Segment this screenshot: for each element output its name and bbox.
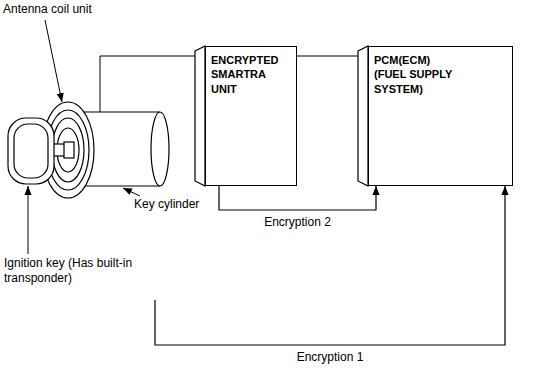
- ignition-key-head: [8, 118, 54, 184]
- part-label: Encryption 1: [297, 350, 364, 365]
- box-side-faces: [195, 46, 368, 186]
- key-slot: [64, 142, 74, 158]
- antenna-wire: [100, 56, 195, 112]
- signal-wire: [155, 186, 505, 345]
- cylinder-edge: [75, 111, 160, 112]
- part-label: Ignition key (Has built-in transponder): [4, 256, 174, 286]
- ignition-key-head-inner: [14, 124, 48, 178]
- process-box: PCM(ECM) (FUEL SUPPLY SYSTEM): [368, 46, 513, 186]
- connector: [219, 186, 376, 210]
- process-box: ENCRYPTED SMARTRA UNIT: [205, 46, 297, 186]
- leaders: [28, 20, 195, 254]
- key-cylinder-illustration: [8, 102, 169, 198]
- leader-line: [123, 188, 140, 196]
- part-label: Key cylinder: [134, 197, 199, 212]
- box-text: PCM(ECM) (FUEL SUPPLY SYSTEM): [374, 53, 462, 96]
- leader-line: [28, 186, 29, 254]
- box-text: ENCRYPTED SMARTRA UNIT: [211, 53, 289, 96]
- connector: [297, 55, 358, 56]
- cylinder-end: [151, 112, 169, 186]
- box-side-face: [195, 46, 205, 186]
- cylinder-edge: [75, 185, 160, 186]
- part-label: Antenna coil unit: [3, 2, 92, 17]
- leader-line: [45, 20, 62, 102]
- box-side-face: [358, 46, 368, 186]
- signal-label: Encryption 2: [262, 215, 333, 230]
